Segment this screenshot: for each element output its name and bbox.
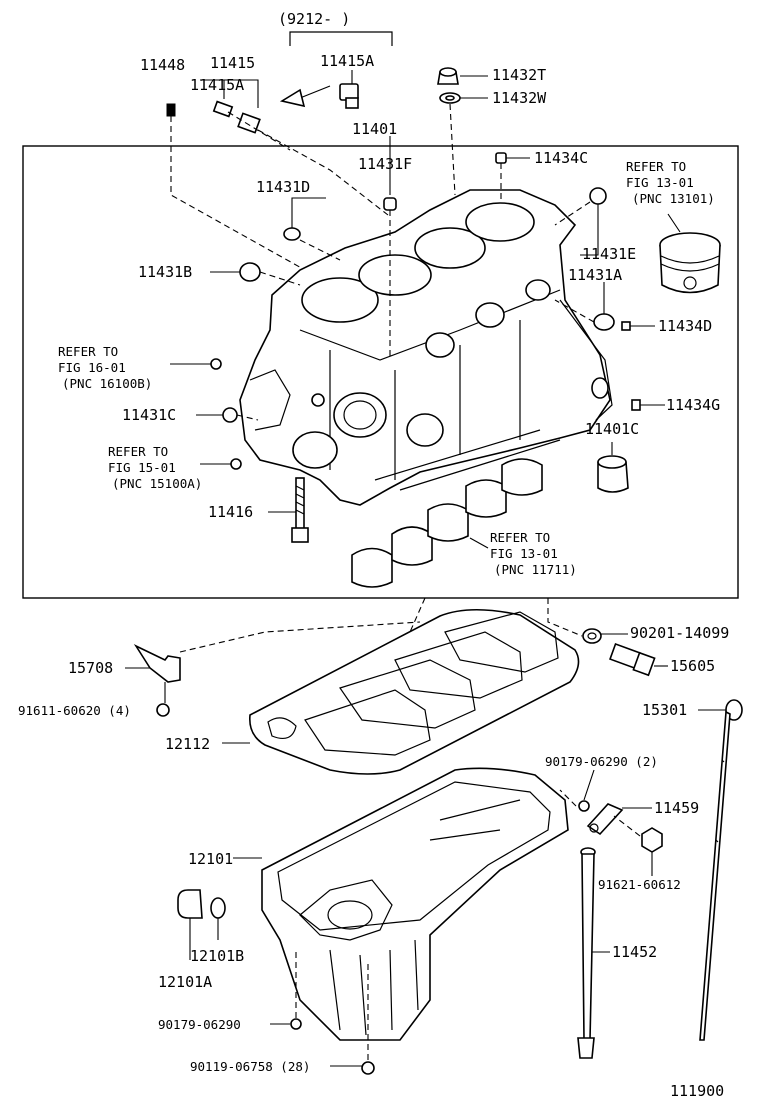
pointer-16100b <box>170 358 222 370</box>
main-bearings <box>351 458 543 588</box>
label-11431d: 11431D <box>256 178 310 196</box>
part-11434d-plug <box>621 321 655 331</box>
part-11431b-plug <box>210 262 301 286</box>
label-90179-2: 90179-06290 (2) <box>545 754 658 769</box>
label-15301: 15301 <box>642 701 687 719</box>
refer-16100b-line1: REFER TO <box>58 344 118 359</box>
drain-gasket-12101b <box>210 897 226 940</box>
part-91611-bolt <box>156 703 170 717</box>
part-11431d-plug <box>283 197 341 261</box>
part-11434g-plug <box>631 399 665 411</box>
label-11415: 11415 <box>210 54 255 72</box>
label-11415a-right: 11415A <box>320 52 374 70</box>
refer-16100b-line3: (PNC 16100B) <box>62 376 152 391</box>
part-11431f-plug <box>383 197 397 360</box>
part-11415a-pin <box>339 70 359 109</box>
label-11415a-left: 11415A <box>190 76 244 94</box>
block-group-frame <box>22 145 739 599</box>
refer-15100a-line1: REFER TO <box>108 444 168 459</box>
refer-13101-line1: REFER TO <box>626 159 686 174</box>
part-11448-plug <box>166 103 306 271</box>
part-11459-bracket <box>586 803 652 836</box>
oil-pan-12101 <box>233 767 569 1041</box>
label-11401c: 11401C <box>585 420 639 438</box>
part-11415-pins <box>200 79 389 216</box>
part-11431e-plug <box>554 187 607 256</box>
refer-13101-line3: (PNC 13101) <box>632 191 715 206</box>
label-11434d: 11434D <box>658 317 712 335</box>
label-90179: 90179-06290 <box>158 1017 241 1032</box>
label-12112: 12112 <box>165 735 210 753</box>
refer-11711-line3: (PNC 11711) <box>494 562 577 577</box>
part-11431a-plug <box>554 282 615 331</box>
part-15708-nozzle <box>125 621 421 703</box>
part-11416-bolt <box>268 477 309 543</box>
label-11431f: 11431F <box>358 155 412 173</box>
label-12101b: 12101B <box>190 947 244 965</box>
arrow-indicator <box>279 85 331 108</box>
label-91611: 91611-60620 (4) <box>18 703 131 718</box>
label-11459: 11459 <box>654 799 699 817</box>
label-91621: 91621-60612 <box>598 877 681 892</box>
link-dash-left <box>409 597 426 633</box>
refer-11711-line2: FIG 13-01 <box>490 546 558 561</box>
refer-16100b-line2: FIG 16-01 <box>58 360 126 375</box>
part-11401c-bearing <box>597 442 629 493</box>
label-11431a: 11431A <box>568 266 622 284</box>
figure-number: 111900 <box>670 1082 724 1100</box>
part-11432w-gasket <box>439 92 488 196</box>
refer-note-16100b: REFER TO FIG 16-01 (PNC 16100B) <box>58 344 152 391</box>
label-15708: 15708 <box>68 659 113 677</box>
label-12101: 12101 <box>188 850 233 868</box>
part-91621-bolt <box>613 815 663 876</box>
part-11432t-plug <box>437 67 488 85</box>
label-11431e: 11431E <box>582 245 636 263</box>
part-90179-2-bolt <box>559 769 595 812</box>
refer-15100a-line2: FIG 15-01 <box>108 460 176 475</box>
refer-11711-line1: REFER TO <box>490 530 550 545</box>
label-11431b: 11431B <box>138 263 192 281</box>
label-11401: 11401 <box>352 120 397 138</box>
date-range-bracket: (9212- ) <box>278 10 393 46</box>
part-15605-plug <box>609 643 668 677</box>
label-11448: 11448 <box>140 56 185 74</box>
part-90179-bolt <box>270 950 302 1030</box>
part-11434c-plug <box>495 152 530 200</box>
part-90119-bolt <box>330 960 375 1075</box>
refer-note-15100a: REFER TO FIG 15-01 (PNC 15100A) <box>108 444 202 491</box>
label-11434g: 11434G <box>666 396 720 414</box>
link-dash-right <box>547 598 583 637</box>
label-11431c: 11431C <box>122 406 176 424</box>
oil-pan-gasket-12112 <box>222 608 580 775</box>
label-90201: 90201-14099 <box>630 624 729 642</box>
label-12101a: 12101A <box>158 973 212 991</box>
refer-15100a-line3: (PNC 15100A) <box>112 476 202 491</box>
piston-icon <box>659 213 721 294</box>
refer-13101-line2: FIG 13-01 <box>626 175 694 190</box>
cylinder-block <box>239 189 613 506</box>
dipstick-15301 <box>698 699 743 1041</box>
date-range-label: (9212- ) <box>278 10 350 28</box>
label-15605: 15605 <box>670 657 715 675</box>
label-11416: 11416 <box>208 503 253 521</box>
label-11452: 11452 <box>612 943 657 961</box>
refer-note-11711: REFER TO FIG 13-01 (PNC 11711) <box>490 530 577 577</box>
label-11434c: 11434C <box>534 149 588 167</box>
label-11432t: 11432T <box>492 66 546 84</box>
pointer-15100a <box>200 458 242 470</box>
label-90119: 90119-06758 (28) <box>190 1059 310 1074</box>
drain-plug-12101a <box>177 889 203 960</box>
label-11432w: 11432W <box>492 89 547 107</box>
part-labels: 11448 11415 11415A 11415A 11432T 11432W … <box>18 52 729 1100</box>
part-90201-gasket <box>582 628 628 644</box>
refer-note-13101: REFER TO FIG 13-01 (PNC 13101) <box>626 159 715 206</box>
dipstick-guide-11452 <box>577 847 610 1059</box>
part-11431c-plug <box>196 407 259 423</box>
